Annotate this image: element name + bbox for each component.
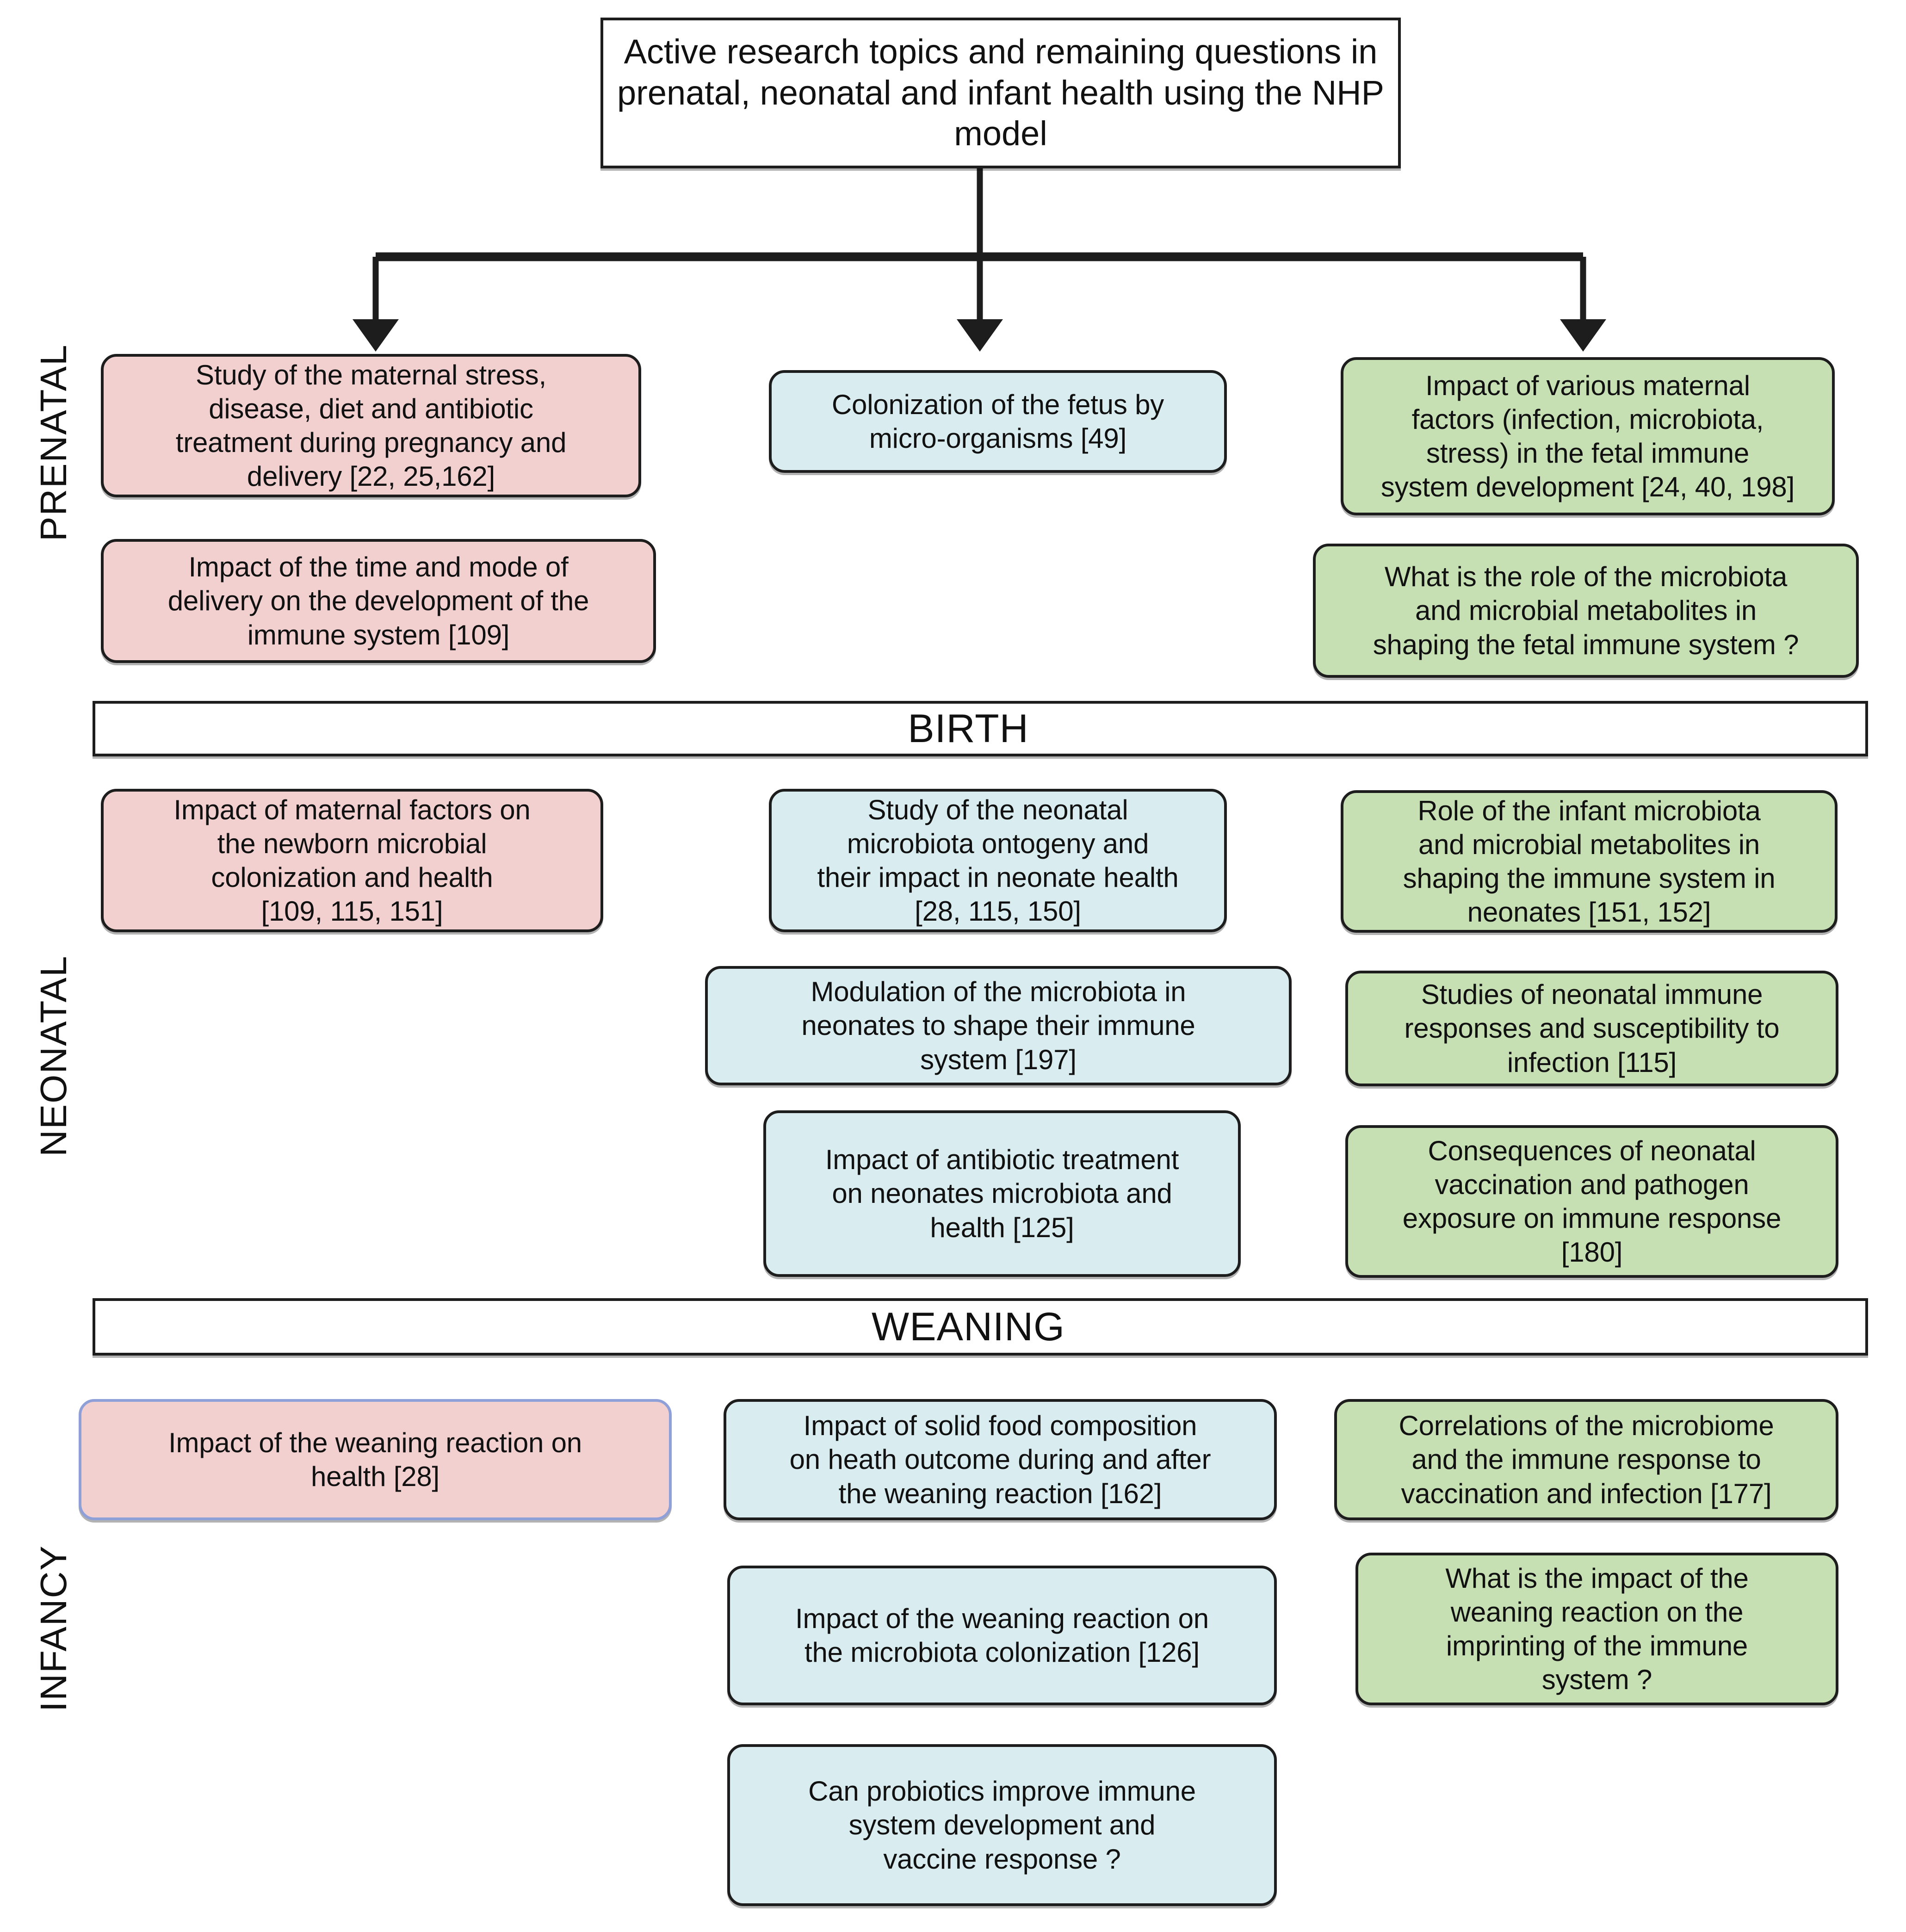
node-text: Modulation of the microbiota in neonates… [801, 976, 1195, 1075]
stage-label-prenatal: PRENATAL [33, 344, 74, 541]
page-title: Active research topics and remaining que… [600, 18, 1401, 168]
node-neonatal-pink-1[interactable]: Impact of maternal factors on the newbor… [101, 789, 603, 932]
node-text: Impact of the weaning reaction on health… [168, 1427, 582, 1492]
node-prenatal-blue-1[interactable]: Colonization of the fetus by micro-organ… [769, 370, 1227, 473]
node-text: Impact of the time and mode of delivery … [167, 551, 589, 650]
node-neonatal-green-2[interactable]: Studies of neonatal immune responses and… [1345, 971, 1838, 1086]
node-text: Consequences of neonatal vaccination and… [1402, 1135, 1782, 1268]
node-infancy-blue-1[interactable]: Impact of solid food composition on heat… [724, 1399, 1277, 1520]
node-text: Study of the neonatal microbiota ontogen… [817, 794, 1179, 927]
node-text: Studies of neonatal immune responses and… [1404, 979, 1780, 1078]
node-text: Correlations of the microbiome and the i… [1399, 1410, 1774, 1509]
node-infancy-green-1[interactable]: Correlations of the microbiome and the i… [1334, 1399, 1838, 1520]
node-text: Impact of the weaning reaction on the mi… [795, 1603, 1209, 1668]
node-text: Colonization of the fetus by micro-organ… [831, 389, 1164, 454]
node-text: Can probiotics improve immune system dev… [808, 1776, 1196, 1875]
node-neonatal-blue-2[interactable]: Modulation of the microbiota in neonates… [705, 966, 1292, 1085]
stage-banner-birth: BIRTH [93, 701, 1868, 756]
node-infancy-blue-2[interactable]: Impact of the weaning reaction on the mi… [727, 1566, 1277, 1705]
stage-banner-weaning-text: WEANING [872, 1304, 1065, 1349]
node-infancy-green-2[interactable]: What is the impact of the weaning reacti… [1355, 1553, 1838, 1705]
node-neonatal-green-1[interactable]: Role of the infant microbiota and microb… [1341, 790, 1838, 933]
node-prenatal-green-1[interactable]: Impact of various maternal factors (infe… [1341, 357, 1835, 515]
node-prenatal-pink-2[interactable]: Impact of the time and mode of delivery … [101, 539, 656, 663]
node-infancy-blue-3[interactable]: Can probiotics improve immune system dev… [727, 1744, 1277, 1906]
node-text: What is the role of the microbiota and m… [1373, 561, 1799, 660]
stage-banner-weaning: WEANING [93, 1298, 1868, 1356]
stage-label-neonatal: NEONATAL [33, 955, 74, 1157]
node-text: Impact of maternal factors on the newbor… [173, 794, 531, 927]
node-infancy-pink-1[interactable]: Impact of the weaning reaction on health… [79, 1399, 672, 1520]
node-text: Impact of solid food composition on heat… [789, 1410, 1211, 1509]
node-neonatal-blue-1[interactable]: Study of the neonatal microbiota ontogen… [769, 789, 1227, 932]
stage-label-infancy: INFANCY [33, 1545, 74, 1712]
node-text: Impact of antibiotic treatment on neonat… [825, 1144, 1179, 1243]
node-text: Role of the infant microbiota and microb… [1403, 795, 1776, 928]
node-text: Impact of various maternal factors (infe… [1380, 370, 1795, 503]
node-neonatal-blue-3[interactable]: Impact of antibiotic treatment on neonat… [763, 1110, 1241, 1277]
page-title-text: Active research topics and remaining que… [617, 32, 1384, 153]
node-text: What is the impact of the weaning reacti… [1445, 1562, 1749, 1696]
node-prenatal-green-2[interactable]: What is the role of the microbiota and m… [1313, 544, 1859, 678]
node-neonatal-green-3[interactable]: Consequences of neonatal vaccination and… [1345, 1125, 1838, 1278]
stage-banner-birth-text: BIRTH [908, 706, 1029, 751]
node-text: Study of the maternal stress, disease, d… [175, 359, 567, 492]
node-prenatal-pink-1[interactable]: Study of the maternal stress, disease, d… [101, 354, 641, 497]
